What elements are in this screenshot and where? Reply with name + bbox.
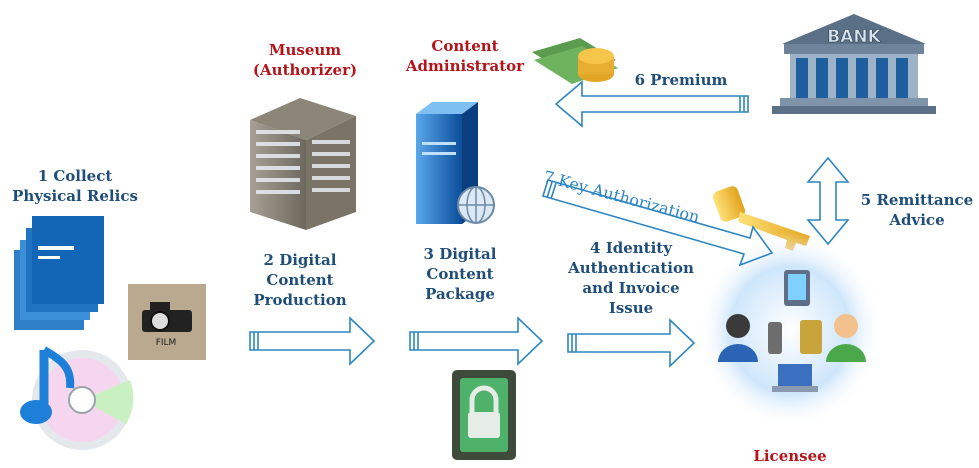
bank-text: BANK — [827, 27, 881, 47]
arrow-key — [541, 179, 774, 267]
licensee-label: Licensee — [753, 447, 827, 465]
film-camera-icon: FILM — [128, 284, 206, 360]
museum-label: Museum(Authorizer) — [252, 41, 358, 79]
music-cd-icon — [20, 346, 134, 450]
lock-icon — [452, 370, 516, 460]
bank-icon: BANK — [772, 14, 936, 114]
money-icon — [532, 38, 618, 84]
film-text: FILM — [156, 338, 177, 348]
arrow-remittance — [806, 156, 850, 246]
arrow-package — [409, 316, 544, 366]
arrow-premium — [554, 80, 749, 128]
licensee-group-icon — [698, 232, 882, 428]
arrow-identity — [567, 318, 696, 368]
premium-label: 6 Premium — [634, 71, 728, 89]
server-icon — [416, 102, 495, 224]
arrows — [249, 80, 850, 368]
arrow-production — [249, 316, 376, 366]
museum-building-icon — [250, 98, 356, 230]
books-icon — [14, 216, 104, 330]
